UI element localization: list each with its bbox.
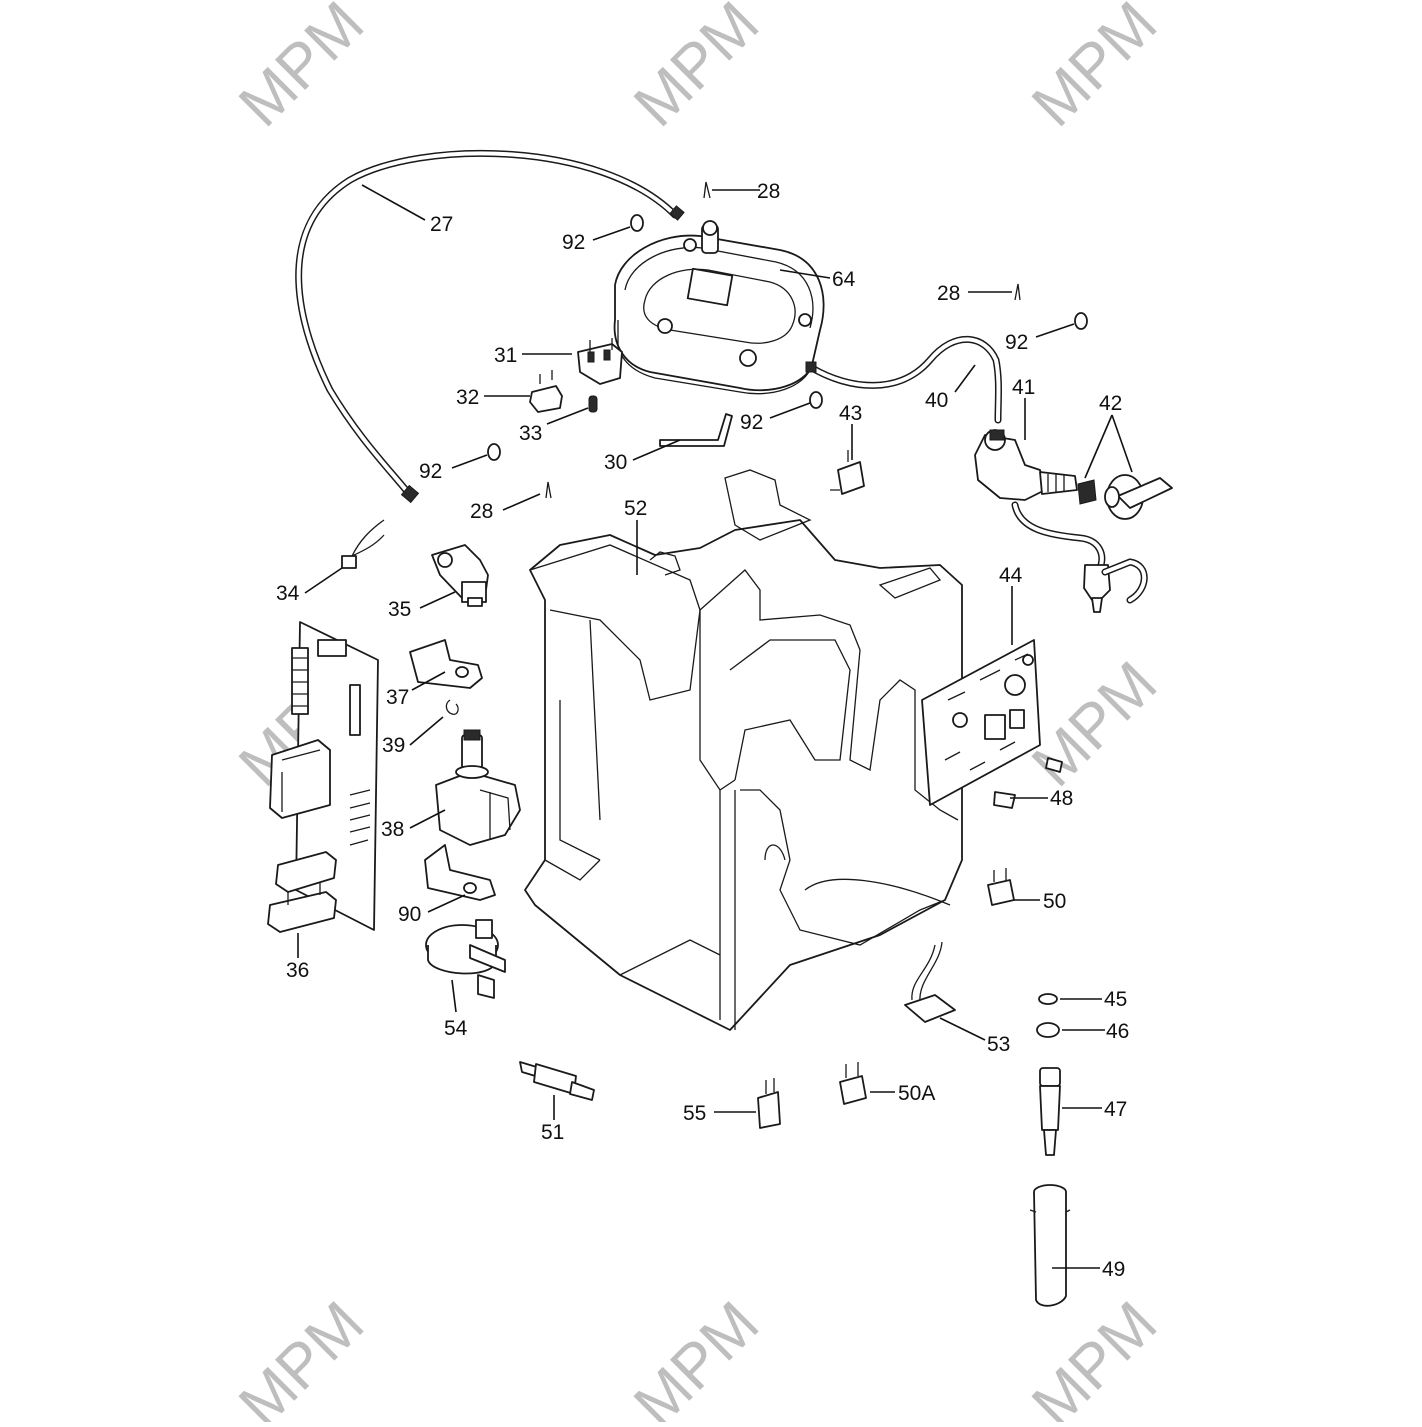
callout-52: 52 (624, 497, 647, 520)
callout-41: 41 (1012, 376, 1035, 399)
callout-27: 27 (430, 213, 453, 236)
watermark: MPM (621, 0, 772, 140)
part-43-microswitch (830, 450, 865, 495)
callout-43: 43 (839, 402, 862, 425)
callout-31: 31 (494, 344, 517, 367)
callout-34: 34 (276, 582, 300, 605)
part-38-pump (435, 729, 521, 846)
callout-47: 47 (1104, 1098, 1127, 1121)
callout-92: 92 (740, 411, 763, 434)
watermark: MPM (1019, 649, 1170, 800)
part-30-rod (659, 413, 733, 447)
callout-44: 44 (999, 564, 1023, 587)
callout-48: 48 (1050, 787, 1073, 810)
watermark: MPM (621, 1289, 772, 1422)
callout-32: 32 (456, 386, 479, 409)
callout-55: 55 (683, 1102, 706, 1125)
callout-33: 33 (519, 422, 542, 445)
callout-92: 92 (419, 460, 442, 483)
watermark: MPM (1019, 1289, 1170, 1422)
callout-46: 46 (1106, 1020, 1129, 1043)
leader-lines (297, 184, 1133, 1269)
callout-40: 40 (925, 389, 948, 412)
part-49-sleeve (1029, 1184, 1071, 1307)
part-92-oring (487, 214, 1088, 461)
part-51-filter (519, 1061, 595, 1101)
part-39-clip (445, 699, 459, 715)
callout-50A: 50A (898, 1082, 935, 1105)
callout-39: 39 (382, 734, 405, 757)
part-54-flowmeter (425, 919, 506, 999)
part-32-thermostat (529, 370, 563, 413)
callout-45: 45 (1104, 988, 1127, 1011)
part-48-sensor (993, 757, 1063, 809)
part-90-bracket (424, 844, 496, 901)
part-50-thermostat (987, 868, 1015, 906)
part-44-power-board (921, 639, 1041, 806)
callout-36: 36 (286, 959, 309, 982)
part-50A-thermostat (839, 1062, 867, 1105)
callout-53: 53 (987, 1033, 1010, 1056)
part-52-frame (524, 469, 963, 1031)
part-45-46-orings (1036, 993, 1060, 1038)
part-37-bracket (409, 639, 483, 689)
watermark: MPM (226, 0, 377, 140)
callout-28: 28 (470, 500, 493, 523)
part-41-valve (974, 429, 1148, 613)
callout-labels: 27 28 92 64 28 92 31 32 33 92 43 40 41 4… (276, 180, 1129, 1281)
callout-42: 42 (1099, 392, 1122, 415)
callout-49: 49 (1102, 1258, 1125, 1281)
callout-90: 90 (398, 903, 421, 926)
part-35-solenoid (431, 544, 489, 607)
part-28-clip (545, 181, 1021, 499)
part-64-cover (613, 220, 825, 395)
callout-30: 30 (604, 451, 627, 474)
watermark: MPM (226, 1289, 377, 1422)
part-47-nozzle (1039, 1067, 1061, 1156)
part-34-sensor (341, 519, 385, 569)
callout-54: 54 (444, 1017, 468, 1040)
part-36-board (267, 621, 379, 933)
callout-38: 38 (381, 818, 404, 841)
part-33-spring (588, 395, 598, 413)
callout-92: 92 (1005, 331, 1028, 354)
callout-35: 35 (388, 598, 411, 621)
part-27-hose (295, 149, 685, 504)
callout-50: 50 (1043, 890, 1066, 913)
part-40-tube (805, 335, 1002, 424)
part-42-knob (1077, 474, 1173, 520)
part-53-sensor (904, 941, 956, 1023)
callout-28: 28 (757, 180, 780, 203)
callout-92: 92 (562, 231, 585, 254)
callout-28: 28 (937, 282, 960, 305)
callout-64: 64 (832, 268, 856, 291)
part-55-relay (757, 1078, 781, 1129)
callout-37: 37 (386, 686, 409, 709)
watermark: MPM (1019, 0, 1170, 140)
callout-51: 51 (541, 1121, 564, 1144)
part-31-connector (577, 338, 623, 385)
